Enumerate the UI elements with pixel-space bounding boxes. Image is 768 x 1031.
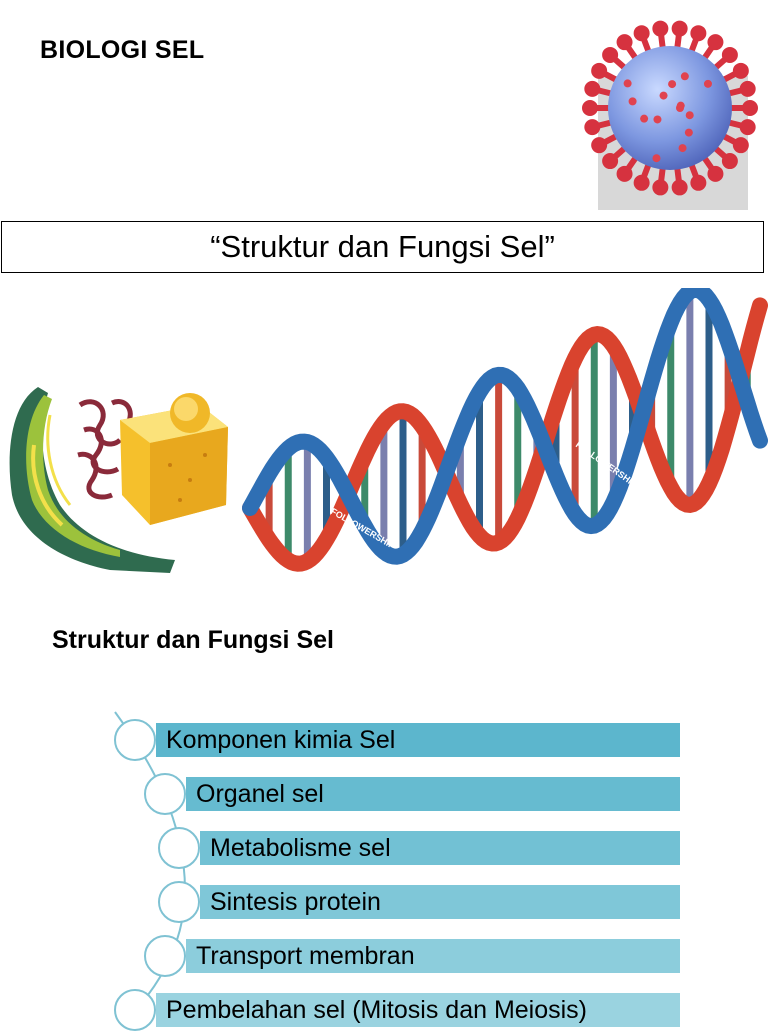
list-item-label: Transport membran: [196, 941, 415, 970]
cell-organelle-illustration: [9, 387, 228, 573]
list-item-label: Pembelahan sel (Mitosis dan Meiosis): [166, 995, 588, 1024]
section-heading: Struktur dan Fungsi Sel: [52, 626, 334, 654]
virus-illustration: [582, 20, 758, 210]
list-bullet: [114, 989, 156, 1031]
list-item-label: Sintesis protein: [210, 887, 381, 916]
list-item: Komponen kimia Sel: [156, 723, 680, 757]
list-item: Pembelahan sel (Mitosis dan Meiosis): [156, 993, 680, 1027]
list-bullet: [114, 719, 156, 761]
subtitle-box: “Struktur dan Fungsi Sel”: [1, 221, 764, 273]
list-item: Metabolisme sel: [200, 831, 680, 865]
topic-list: Komponen kimia Sel Organel sel Metabolis…: [0, 700, 768, 1031]
list-item: Organel sel: [186, 777, 680, 811]
list-item: Transport membran: [186, 939, 680, 973]
list-bullet: [158, 881, 200, 923]
dna-helix-illustration: FOLLOWERSHIP FOLLOWERSHIP: [242, 288, 768, 572]
list-item-label: Organel sel: [196, 779, 324, 808]
list-bullet: [158, 827, 200, 869]
list-bullet: [144, 935, 186, 977]
list-bullet: [144, 773, 186, 815]
list-item-label: Metabolisme sel: [210, 833, 391, 862]
list-item: Sintesis protein: [200, 885, 680, 919]
list-item-label: Komponen kimia Sel: [166, 725, 396, 754]
slide-title: BIOLOGI SEL: [40, 36, 205, 64]
subtitle-text: “Struktur dan Fungsi Sel”: [210, 229, 555, 264]
